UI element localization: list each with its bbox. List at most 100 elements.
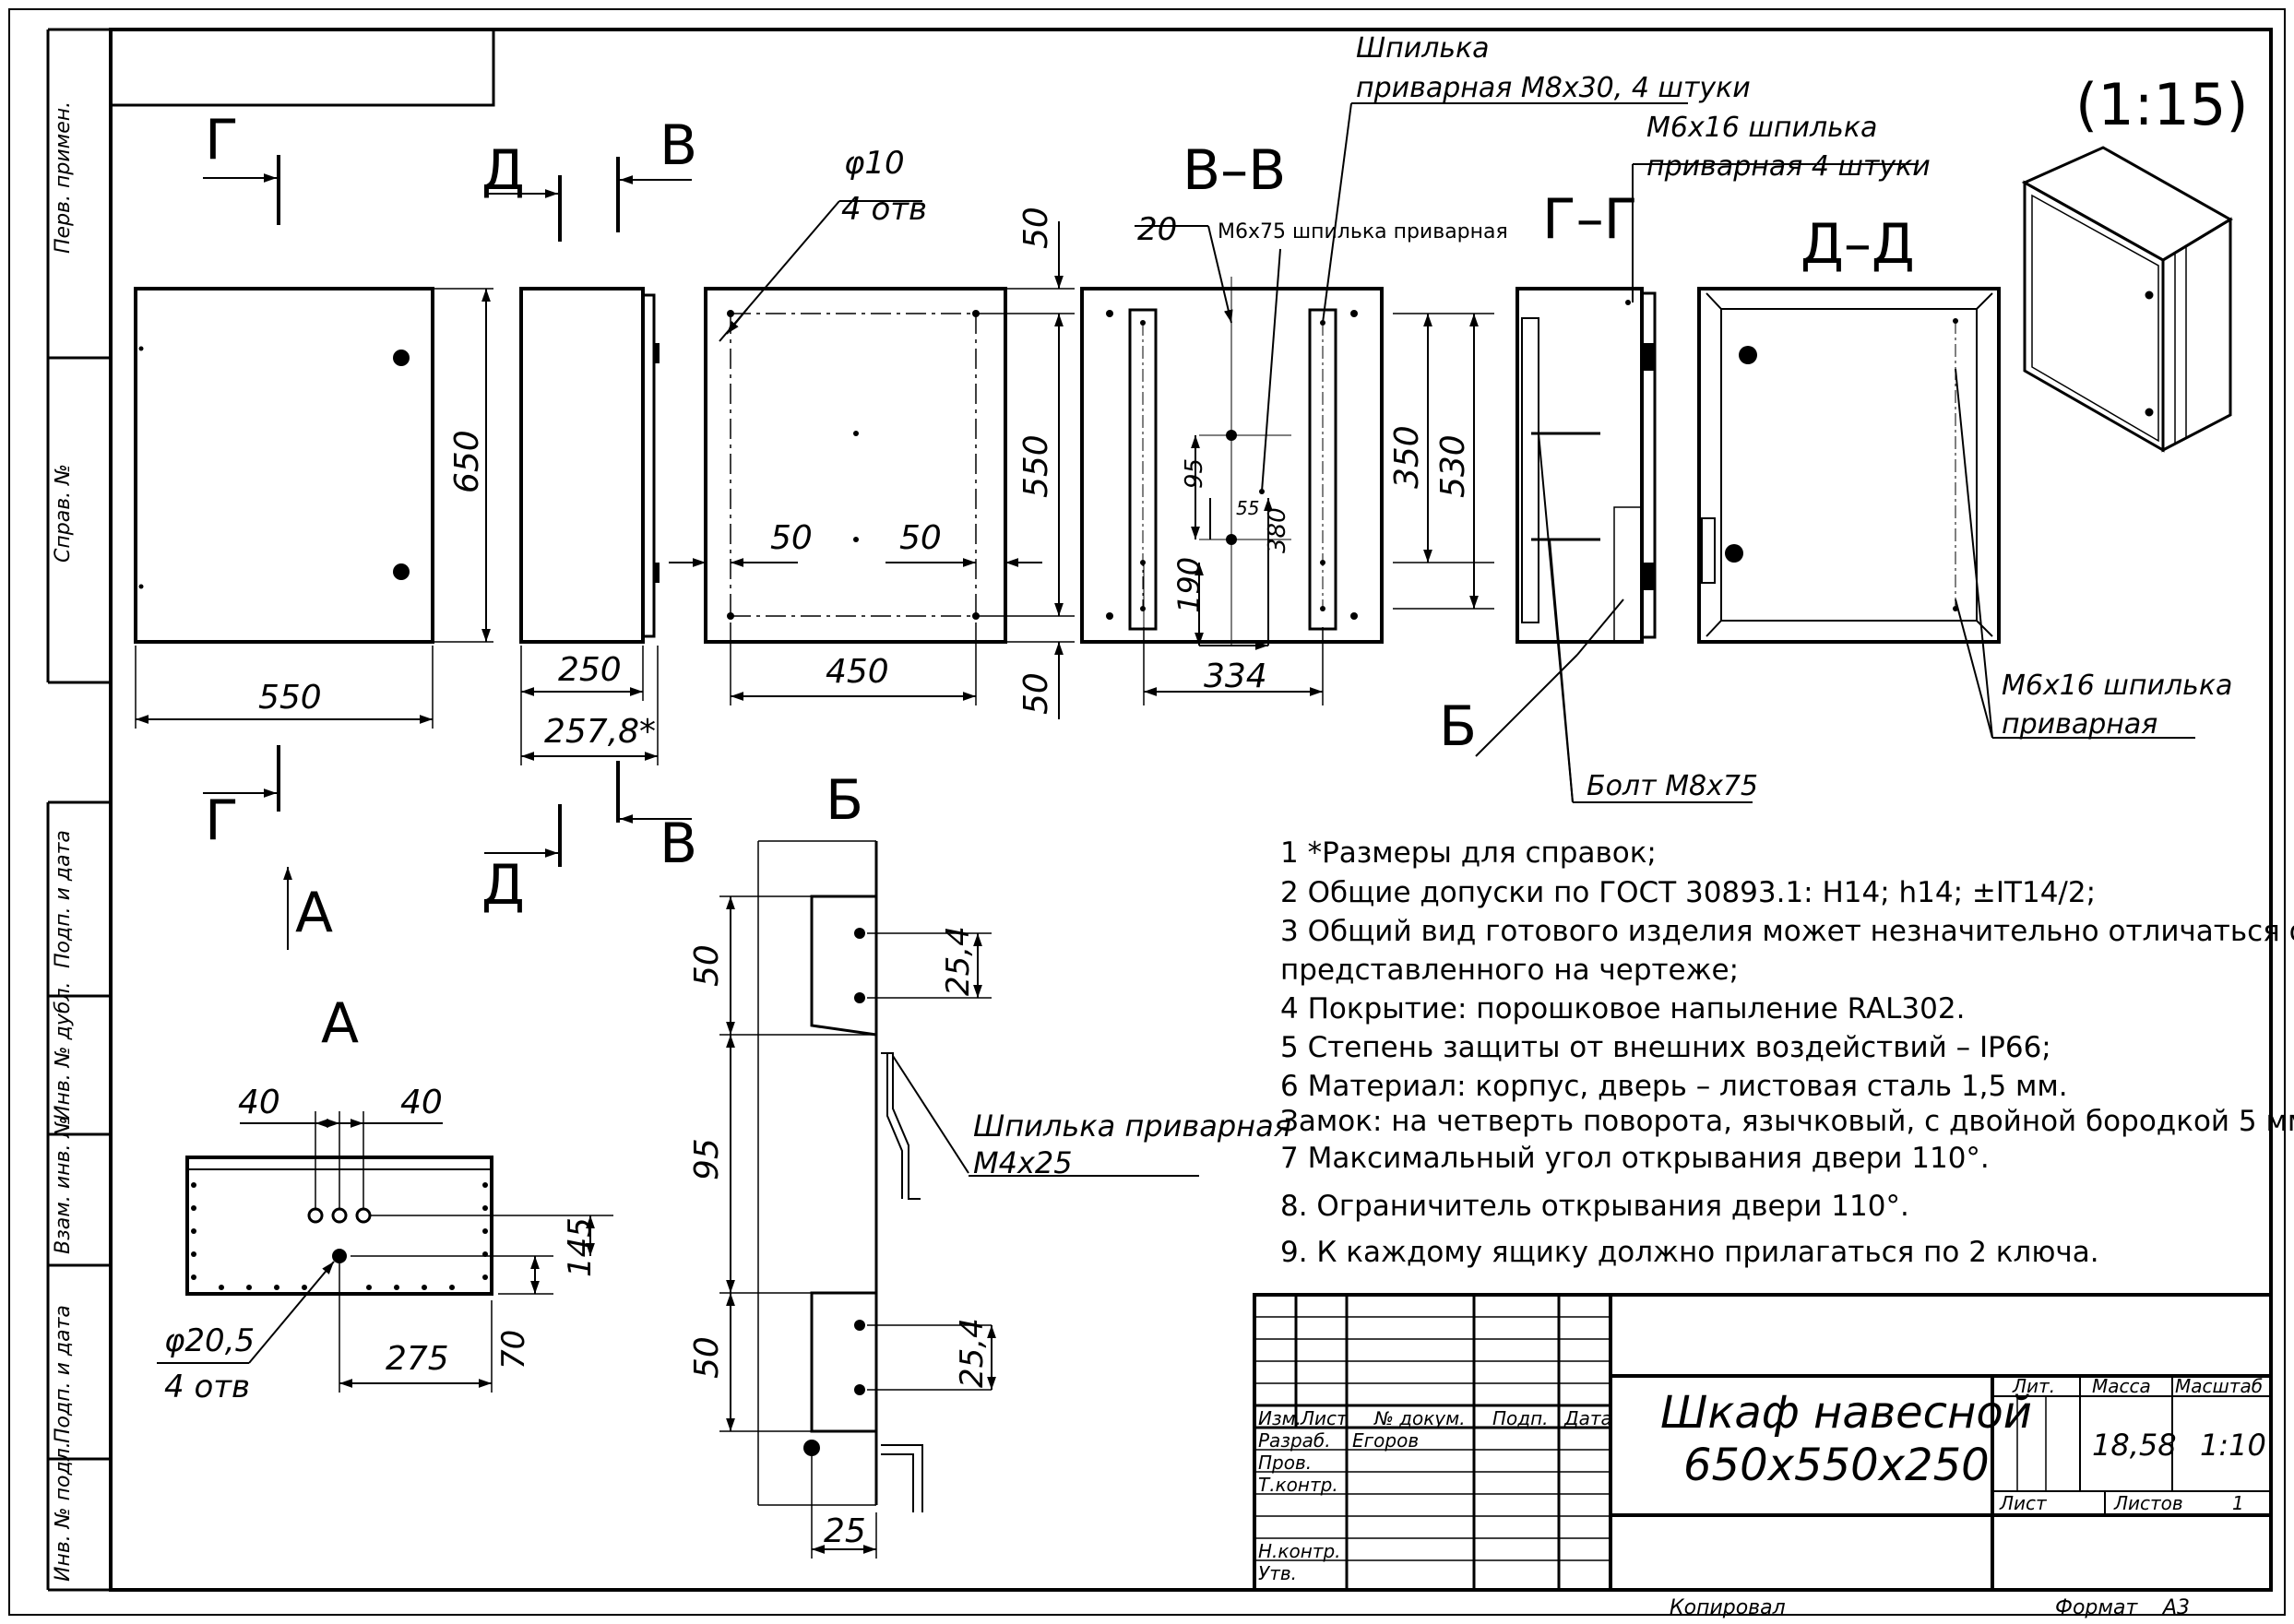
tb-h-izm: Изм. <box>1258 1407 1302 1429</box>
callout-stud-m4: Шпилька приварная <box>973 1108 1291 1144</box>
section-dd-title: Д–Д <box>1801 212 1915 277</box>
dim-145: 145 <box>562 1217 599 1277</box>
tb-utv: Утв. <box>1258 1562 1297 1584</box>
section-dd <box>1697 287 2195 739</box>
tb-razrab-name: Егоров <box>1352 1429 1419 1452</box>
callout-stud-m4-2: М4х25 <box>973 1145 1073 1180</box>
dim-40-right: 40 <box>400 1084 443 1121</box>
dim-b-95: 95 <box>688 1138 726 1180</box>
note-5: 5 Степень защиты от внешних воздействий … <box>1280 1031 2051 1064</box>
callout-stud-m6-top: М6х16 шпилька <box>1646 112 1877 144</box>
stamp-podl: Инв. № подл. <box>52 1441 75 1582</box>
side-view <box>519 287 660 765</box>
note-4: 4 Покрытие: порошковое напыление RAL302. <box>1280 992 1965 1025</box>
note-9: 9. К каждому ящику должно прилагаться по… <box>1280 1236 2099 1269</box>
tb-mass-val: 18,58 <box>2092 1428 2177 1463</box>
mark-g-top: Г <box>205 108 239 172</box>
technical-notes: 1 *Размеры для справок; 2 Общие допуски … <box>1280 836 2294 1269</box>
tb-format: Формат <box>2055 1596 2138 1619</box>
isometric-view <box>2021 146 2233 453</box>
dim-450: 450 <box>826 653 889 691</box>
dim-2578: 257,8* <box>544 713 656 751</box>
tb-nkontr: Н.контр. <box>1258 1540 1341 1562</box>
tb-lit: Лит. <box>2012 1375 2055 1397</box>
callout-stud-m6-right2: приварная <box>2002 708 2157 741</box>
detail-b-title: Б <box>826 768 863 833</box>
note-3: 3 Общий вид готового изделия может незна… <box>1280 915 2294 948</box>
dim-b-254-top: 25,4 <box>940 926 977 996</box>
dim-190: 190 <box>1171 557 1206 613</box>
stamp-dubl: Инв. № дубл. <box>52 981 75 1120</box>
dim-550-back: 550 <box>1017 434 1055 498</box>
mark-g-bottom: Г <box>205 788 239 853</box>
tb-list: Лист <box>1999 1492 2048 1514</box>
note-1: 1 *Размеры для справок; <box>1280 836 1657 870</box>
dim-70: 70 <box>495 1330 532 1369</box>
note-2: 2 Общие допуски по ГОСТ 30893.1: H14; h1… <box>1280 876 2096 909</box>
dim-530: 530 <box>1434 434 1472 498</box>
tb-listov: Листов <box>2113 1492 2183 1514</box>
tb-razrab: Разраб. <box>1258 1429 1331 1452</box>
label-m6x75: М6х75 шпилька приварная <box>1218 220 1508 243</box>
dim-50-top: 50 <box>1017 207 1055 249</box>
top-left-box <box>109 28 495 107</box>
view-a <box>157 1111 613 1393</box>
tb-prov: Пров. <box>1258 1452 1312 1474</box>
dim-4otv-a: 4 отв <box>164 1369 250 1405</box>
detail-b <box>719 840 996 1559</box>
mark-d-top: Д <box>481 138 525 203</box>
tb-masshtab: Масштаб <box>2175 1375 2263 1397</box>
mark-v-top: В <box>660 113 697 178</box>
tb-h-podp: Подп. <box>1492 1407 1549 1429</box>
dim-b-50-top: 50 <box>688 944 726 987</box>
dim-250: 250 <box>558 651 622 689</box>
tb-title-1: Шкаф навесной <box>1660 1387 2032 1439</box>
tb-scale-val: 1:10 <box>2200 1428 2266 1463</box>
callout-stud-m8-2: приварная М8х30, 4 штуки <box>1356 72 1751 104</box>
detail-b-marker: Б <box>1439 694 1477 759</box>
title-block <box>1253 1293 2273 1592</box>
dim-650: 650 <box>448 430 486 493</box>
note-6b: Замок: на четверть поворота, язычковый, … <box>1280 1105 2294 1138</box>
dim-4otv: 4 отв <box>841 191 927 228</box>
dim-phi10: φ10 <box>844 145 905 182</box>
scale-label: (1:15) <box>2075 71 2249 138</box>
mark-a: А <box>295 881 333 945</box>
dim-b-254-bottom: 25,4 <box>954 1318 991 1388</box>
stamp-podp2: Подп. и дата <box>52 1305 75 1443</box>
back-view <box>669 200 1075 719</box>
dim-275: 275 <box>386 1340 449 1378</box>
dim-b-25: 25 <box>824 1512 866 1550</box>
note-8: 8. Ограничитель открывания двери 110°. <box>1280 1190 1909 1223</box>
dim-55: 55 <box>1236 497 1259 519</box>
stamp-sprav: Справ. № <box>52 464 75 563</box>
callout-stud-m8: Шпилька <box>1356 32 1490 65</box>
tb-format-val: А3 <box>2161 1596 2190 1619</box>
mark-d-bottom: Д <box>481 853 525 918</box>
tb-title-2: 650х550х250 <box>1683 1440 1990 1491</box>
dim-b-50-bottom: 50 <box>688 1336 726 1379</box>
tb-kopiroval: Копировал <box>1670 1596 1786 1619</box>
note-3b: представленного на чертеже; <box>1280 954 1739 987</box>
dim-40-left: 40 <box>238 1084 280 1121</box>
dim-350: 350 <box>1388 425 1426 489</box>
dim-20: 20 <box>1137 211 1177 248</box>
tb-listov-val: 1 <box>2232 1492 2244 1514</box>
drawing-frame <box>109 28 2273 1592</box>
side-stamp-strip <box>46 28 111 1592</box>
dim-phi205: φ20,5 <box>164 1322 255 1359</box>
dim-50-left: 50 <box>770 519 813 557</box>
note-7: 7 Максимальный угол открывания двери 110… <box>1280 1142 1990 1175</box>
view-a-title: А <box>321 991 359 1056</box>
note-6: 6 Материал: корпус, дверь – листовая ста… <box>1280 1070 2068 1103</box>
dim-50-right: 50 <box>899 519 942 557</box>
stamp-podp1: Подп. и дата <box>52 830 75 968</box>
callout-bolt: Болт М8х75 <box>1587 770 1758 802</box>
stamp-vzam: Взам. инв. № <box>52 1117 75 1254</box>
section-marks <box>203 155 692 950</box>
tb-h-docum: № докум. <box>1373 1407 1466 1429</box>
section-vv-title: В–В <box>1183 138 1286 203</box>
dim-550-front: 550 <box>258 679 322 717</box>
callout-stud-m8-leader2 <box>1322 102 1352 324</box>
